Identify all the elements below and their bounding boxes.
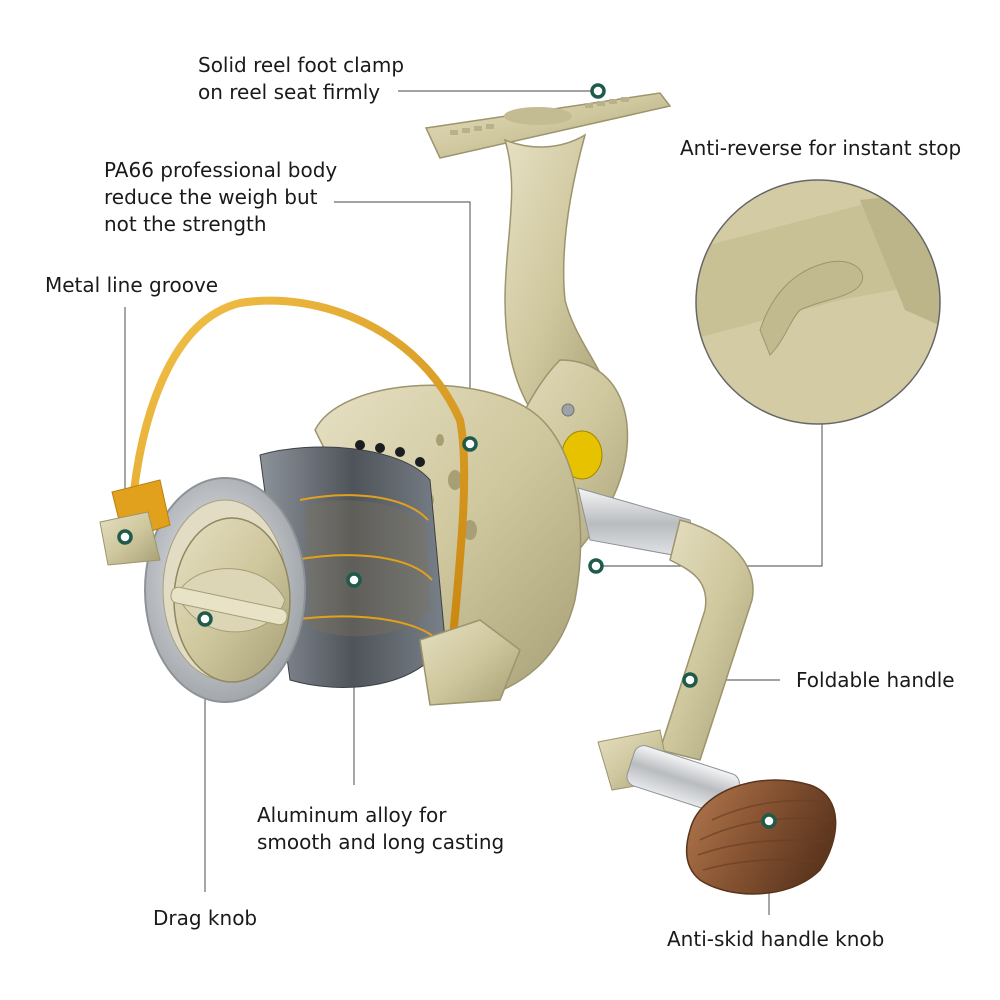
callout-line: reduce the weigh but xyxy=(104,185,318,209)
callout-line: on reel seat firmly xyxy=(198,80,381,104)
callout-body: PA66 professional body reduce the weigh … xyxy=(104,157,337,238)
callout-foot-clamp: Solid reel foot clamp on reel seat firml… xyxy=(198,52,404,106)
wooden-handle-knob xyxy=(685,779,837,895)
callout-line: Foldable handle xyxy=(796,668,955,692)
marker-dot-icon xyxy=(761,813,777,829)
marker-dot-icon xyxy=(117,529,133,545)
marker-dot-icon xyxy=(197,611,213,627)
reel-stem xyxy=(503,133,611,431)
callout-line: Aluminum alloy for xyxy=(257,803,447,827)
callout-line: Anti-reverse for instant stop xyxy=(680,136,962,160)
leader-anti-reverse xyxy=(596,423,823,567)
marker-dot-icon xyxy=(462,436,478,452)
callout-anti-reverse: Anti-reverse for instant stop xyxy=(680,135,961,162)
callout-line: Metal line groove xyxy=(45,273,219,297)
callout-line: Drag knob xyxy=(153,906,258,930)
callout-line: PA66 professional body xyxy=(104,158,338,182)
anti-reverse-zoom-inset xyxy=(695,179,941,425)
marker-dot-icon xyxy=(590,83,606,99)
callout-line: Anti-skid handle knob xyxy=(667,927,885,951)
callout-drag-knob: Drag knob xyxy=(153,905,257,932)
reel-foot xyxy=(424,92,672,159)
marker-dot-icon xyxy=(682,672,698,688)
marker-dot-icon xyxy=(588,558,604,574)
callout-aluminum-spool: Aluminum alloy for smooth and long casti… xyxy=(257,802,504,856)
marker-dot-icon xyxy=(346,572,362,588)
drag-knob xyxy=(170,517,291,683)
callout-handle-knob: Anti-skid handle knob xyxy=(667,926,884,953)
handle-arm xyxy=(577,487,754,815)
callout-line: smooth and long casting xyxy=(257,830,505,854)
callout-line: not the strength xyxy=(104,212,267,236)
callout-markers xyxy=(117,83,777,829)
callout-foldable-handle: Foldable handle xyxy=(796,667,955,694)
leader-body xyxy=(334,201,471,444)
callout-line-groove: Metal line groove xyxy=(45,272,218,299)
callout-line: Solid reel foot clamp xyxy=(198,53,405,77)
